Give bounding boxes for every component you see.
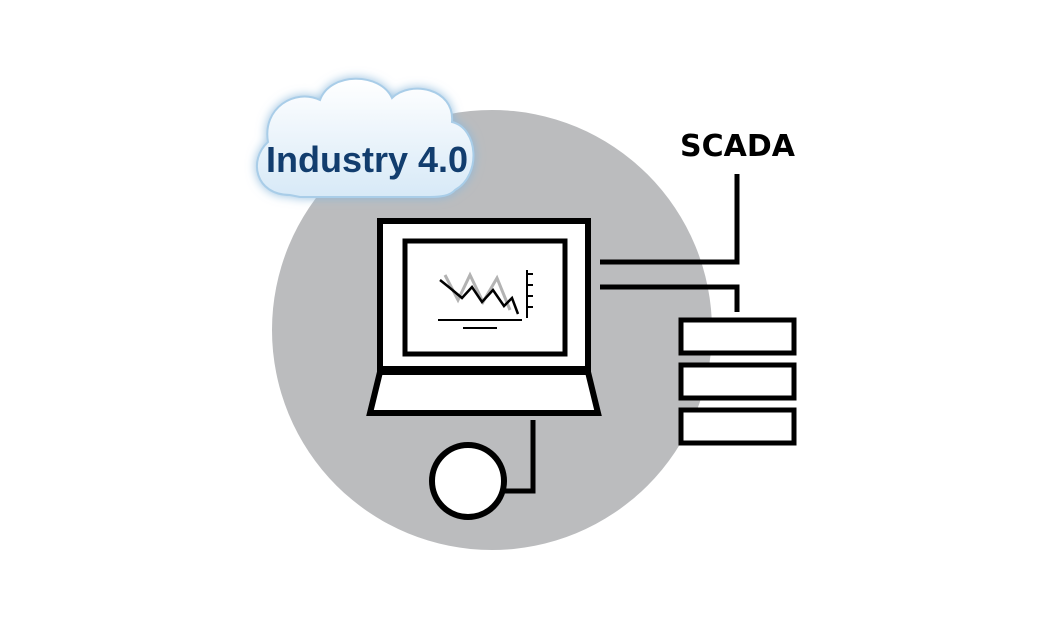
scada-label: SCADA xyxy=(680,129,796,164)
server-connector xyxy=(600,284,740,312)
cloud-icon xyxy=(256,77,475,198)
server-unit xyxy=(678,407,797,446)
laptop-icon xyxy=(366,218,602,416)
line-chart-icon xyxy=(438,270,533,329)
cloud-label: Industry 4.0 xyxy=(266,139,468,180)
scada-connector xyxy=(600,174,740,265)
sensor-icon xyxy=(429,442,507,520)
server-unit xyxy=(678,317,797,356)
sensor-connector xyxy=(505,420,536,494)
chart-series-gray xyxy=(443,271,512,311)
chart-series-black xyxy=(439,279,520,315)
server-stack-icon xyxy=(678,317,797,446)
server-unit xyxy=(678,362,797,401)
